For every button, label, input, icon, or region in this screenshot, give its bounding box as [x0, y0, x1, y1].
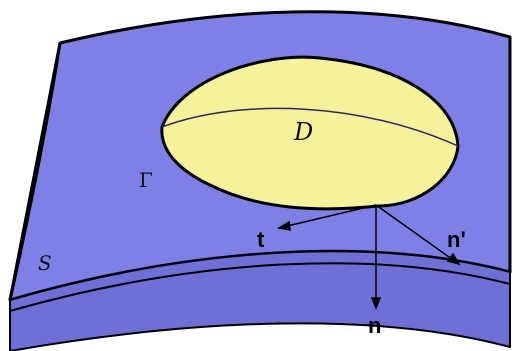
normal-prime-vector — [375, 204, 457, 263]
surface-front-inner-edge — [9, 262, 511, 312]
label-surface: S — [38, 251, 52, 275]
normal-prime-arrowhead — [446, 252, 461, 266]
normal-arrowhead — [370, 297, 382, 311]
tangent-vector — [282, 204, 377, 228]
label-boundary: Γ — [139, 168, 153, 192]
surface-left-edge — [8, 42, 62, 301]
dome-surface — [160, 55, 460, 211]
vectors — [276, 204, 461, 311]
label-normal-prime: n' — [447, 227, 466, 252]
label-dome: D — [293, 118, 313, 146]
surface-front-edge — [9, 250, 511, 351]
label-normal: n — [368, 313, 381, 338]
label-tangent: t — [257, 227, 265, 252]
dome-back-rim — [161, 107, 459, 147]
tangent-arrowhead — [276, 220, 291, 231]
